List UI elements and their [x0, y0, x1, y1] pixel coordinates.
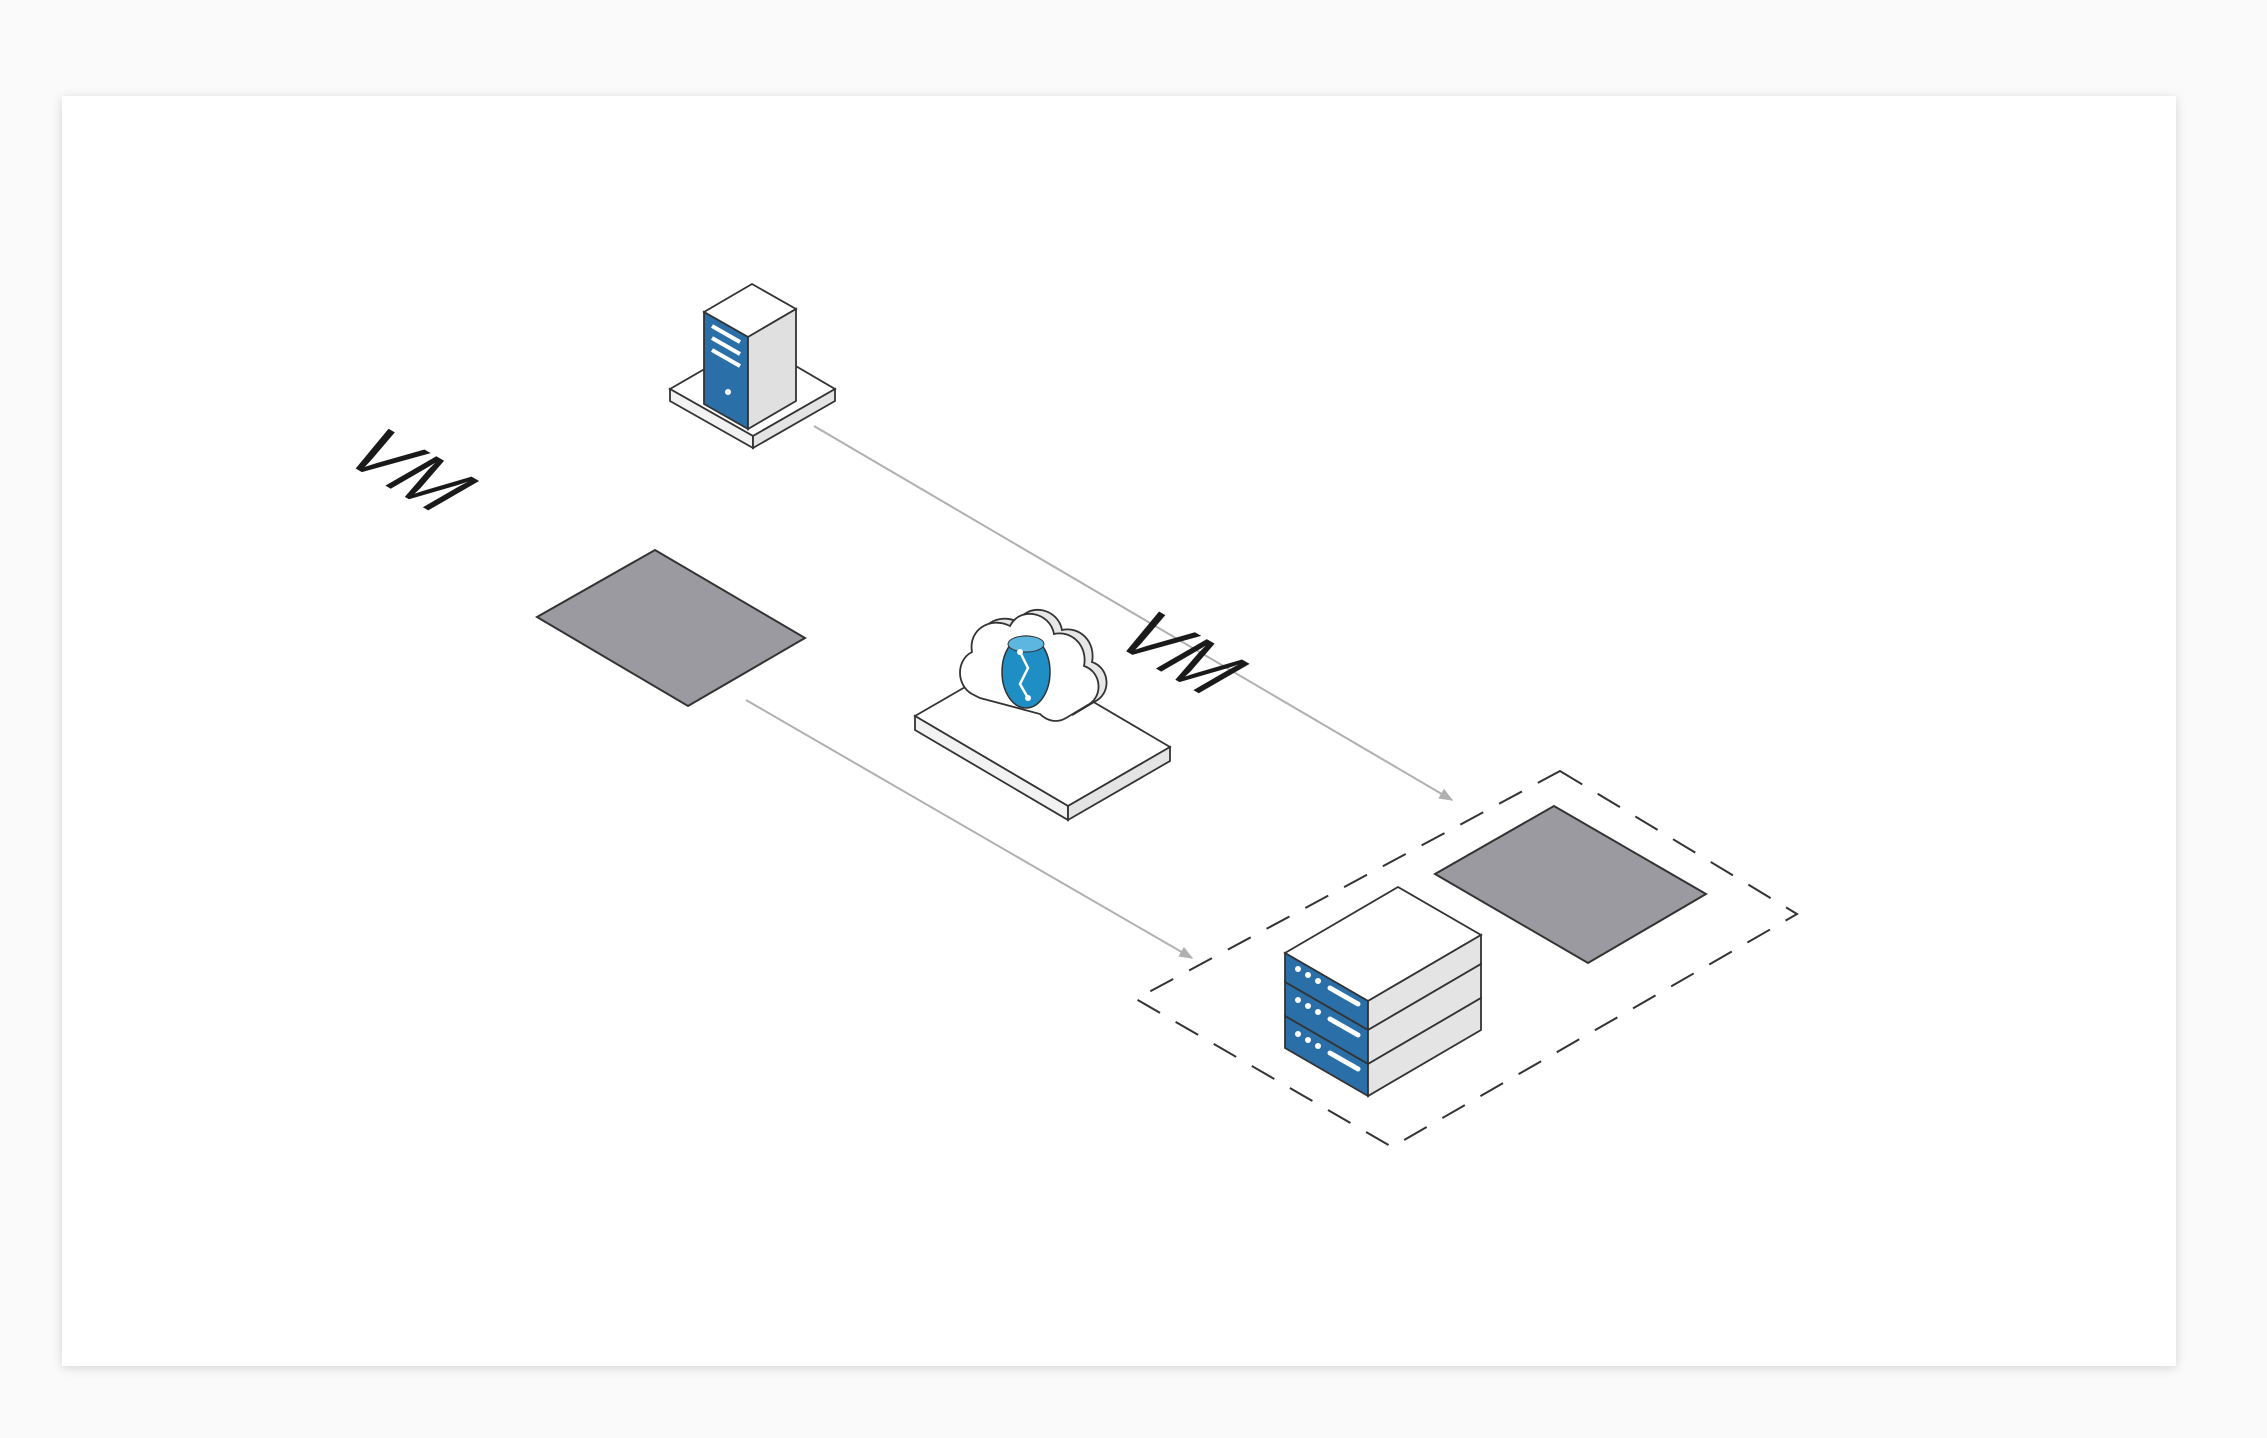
cloud-database-icon[interactable]: [913, 608, 1172, 822]
vm-target-label: VM: [1092, 602, 1270, 705]
arrow-vm-to-zone: [745, 699, 1194, 959]
vm-source-label: VM: [322, 419, 500, 522]
server-rack-icon[interactable]: [1283, 885, 1483, 1098]
server-tower-icon[interactable]: [668, 282, 837, 450]
diagram-stage: VM: [322, 282, 1799, 1149]
arrow-tower-to-zone: [813, 425, 1454, 801]
target-zone-boundary: [1133, 769, 1799, 1149]
vm-source[interactable]: VM: [322, 419, 807, 708]
diagram-canvas: VM: [62, 96, 2176, 1366]
